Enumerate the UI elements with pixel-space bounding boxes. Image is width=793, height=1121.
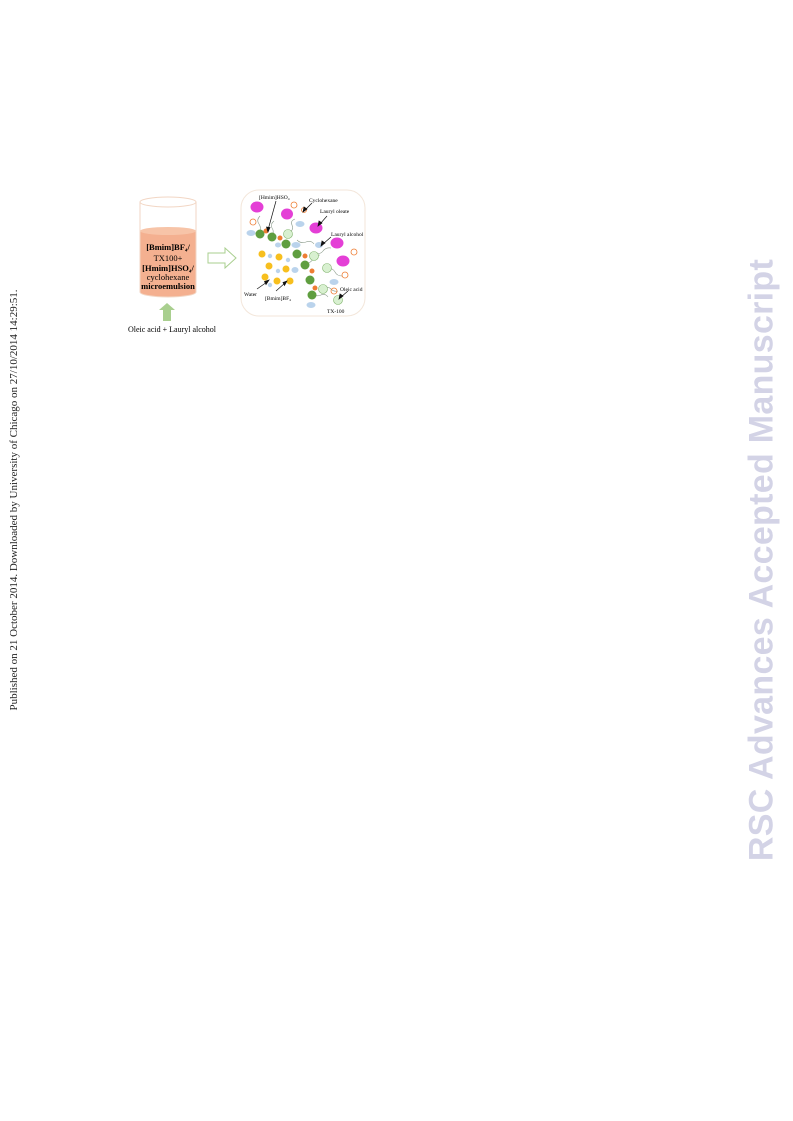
input-arrow-icon: [159, 303, 175, 321]
cyclohexane-molecule: [249, 218, 257, 226]
lauryl-oleate-molecule: [336, 255, 350, 267]
label-lauryl-alcohol: Lauryl alcohol: [331, 232, 364, 238]
cyclohexane-molecule: [330, 287, 338, 295]
cyclohexane-molecule: [341, 271, 349, 279]
water-molecule: [275, 268, 281, 274]
lauryl-alcohol-molecule: [295, 221, 305, 227]
input-label: Oleic acid + Lauryl alcohol: [128, 325, 217, 334]
hmim-hso4-molecule: [255, 229, 265, 239]
label-tx100: TX-100: [327, 309, 345, 315]
tx100-head: [322, 263, 332, 273]
lauryl-alcohol-molecule: [315, 242, 323, 248]
bmim-bf4-molecule: [273, 277, 281, 285]
beaker-liquid-surface: [140, 227, 196, 235]
bmim-bf4-molecule: [261, 273, 269, 281]
tx100-head: [309, 251, 319, 261]
bmim-bf4-molecule: [258, 250, 266, 258]
ionic-liquid-ion: [312, 285, 318, 291]
beaker-label-line-5: microemulsion: [141, 281, 195, 291]
beaker: [Bmim]BF₄/ TX100+ [Hmim]HSO₄/ cyclohexan…: [139, 196, 197, 298]
hmim-hso4-molecule: [300, 260, 310, 270]
lauryl-alcohol-molecule: [291, 242, 301, 248]
ionic-liquid-ion: [277, 235, 283, 241]
lauryl-oleate-molecule: [250, 201, 264, 213]
tx100-head: [318, 284, 328, 294]
bmim-bf4-molecule: [282, 265, 290, 273]
lauryl-alcohol-molecule: [329, 279, 339, 285]
lauryl-alcohol-molecule: [275, 242, 281, 248]
water-molecule: [285, 257, 291, 263]
hmim-hso4-molecule: [307, 290, 317, 300]
hmim-hso4-molecule: [267, 232, 277, 242]
bmim-bf4-molecule: [286, 277, 294, 285]
tx100-head: [283, 229, 293, 239]
hmim-hso4-molecule: [281, 239, 291, 249]
label-pointers: [256, 200, 349, 300]
lauryl-oleate-molecule: [330, 237, 344, 249]
ionic-liquid-ion: [302, 253, 308, 259]
bmim-bf4-molecule: [265, 262, 273, 270]
lauryl-oleate-molecule: [281, 208, 293, 220]
beaker-glass-outline: [139, 202, 197, 298]
cyclohexane-molecule: [350, 248, 358, 256]
beaker-label-line-4: cyclohexane: [147, 272, 190, 282]
microemulsion-panel: [Hmim]HSO₄ Cyclohexane Lauryl oleate Lau…: [240, 189, 366, 317]
label-hmim-hso4: [Hmim]HSO₄: [259, 195, 290, 201]
lauryl-alcohol-molecule: [291, 267, 299, 273]
beaker-rim: [139, 196, 197, 208]
label-lauryl-oleate: Lauryl oleate: [320, 209, 350, 215]
label-water: Water: [244, 292, 257, 298]
hmim-hso4-molecule: [305, 275, 315, 285]
lauryl-alcohol-molecule: [306, 302, 316, 308]
process-arrow-icon: [207, 246, 237, 270]
hmim-hso4-molecule: [292, 249, 302, 259]
beaker-label-line-3: [Hmim]HSO₄/: [142, 263, 194, 273]
bmim-bf4-molecule: [275, 253, 283, 261]
label-cyclohexane: Cyclohexane: [309, 198, 338, 204]
ionic-liquid-ion: [309, 268, 315, 274]
water-molecule: [267, 282, 273, 288]
beaker-label-line-1: [Bmim]BF₄/: [146, 242, 190, 252]
label-oleic-acid: Oleic acid: [340, 287, 363, 293]
label-bmim-bf4: [Bmim]BF₄: [265, 296, 291, 302]
cyclohexane-molecule: [290, 201, 298, 209]
lauryl-alcohol-molecule: [246, 230, 256, 236]
water-molecule: [267, 253, 273, 259]
beaker-label-line-2: TX100+: [154, 253, 183, 263]
beaker-liquid: [140, 231, 196, 297]
